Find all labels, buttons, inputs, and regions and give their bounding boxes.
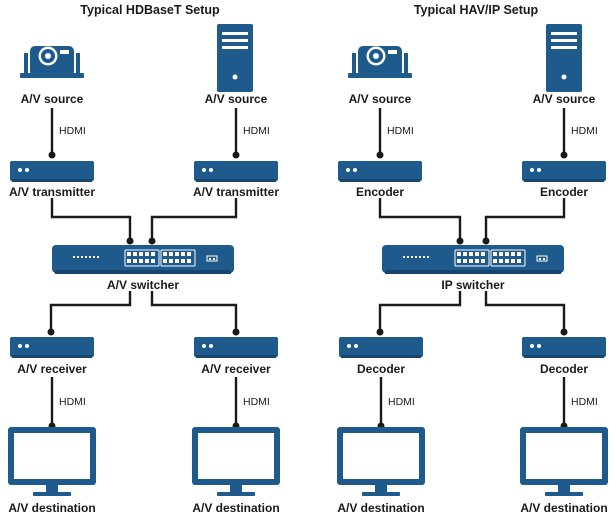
switch-icon — [51, 244, 235, 275]
havip-setup: Typical HAV/IP Setup — [337, 3, 608, 515]
tower-computer-icon — [546, 24, 582, 92]
camera-icon — [20, 46, 84, 78]
hdbaset-title: Typical HDBaseT Setup — [80, 3, 220, 17]
monitor-icon — [520, 427, 608, 496]
cable-label: HDMI — [571, 125, 598, 137]
monitor-icon — [192, 427, 280, 496]
decoder-label: Decoder — [357, 362, 405, 376]
cable-label: HDMI — [387, 125, 414, 137]
destination-label: A/V destination — [192, 501, 279, 515]
cable-label: HDMI — [59, 125, 86, 137]
decoder-box-icon — [522, 337, 606, 358]
hdbaset-wires — [47, 108, 240, 430]
transmitter-label: A/V transmitter — [9, 185, 95, 199]
destination-label: A/V destination — [337, 501, 424, 515]
transmitter-box-icon — [194, 161, 278, 182]
switch-icon — [381, 244, 565, 275]
switch-label: IP switcher — [441, 278, 504, 292]
tower-computer-icon — [217, 24, 253, 92]
monitor-icon — [8, 427, 96, 496]
encoder-label: Encoder — [540, 185, 588, 199]
encoder-box-icon — [522, 161, 606, 182]
transmitter-label: A/V transmitter — [193, 185, 279, 199]
havip-wires — [376, 108, 568, 430]
source-label: A/V source — [205, 92, 268, 106]
source-label: A/V source — [533, 92, 596, 106]
switch-label: A/V switcher — [107, 278, 179, 292]
receiver-box-icon — [194, 337, 278, 358]
cable-label: HDMI — [243, 125, 270, 137]
transmitter-box-icon — [10, 161, 94, 182]
cable-label: HDMI — [243, 396, 270, 408]
cable-label: HDMI — [388, 396, 415, 408]
cable-label: HDMI — [59, 396, 86, 408]
cable-label: HDMI — [571, 396, 598, 408]
source-label: A/V source — [21, 92, 84, 106]
destination-label: A/V destination — [520, 501, 607, 515]
source-label: A/V source — [349, 92, 412, 106]
havip-title: Typical HAV/IP Setup — [414, 3, 539, 17]
decoder-label: Decoder — [540, 362, 588, 376]
receiver-label: A/V receiver — [17, 362, 87, 376]
destination-label: A/V destination — [8, 501, 95, 515]
encoder-box-icon — [338, 161, 422, 182]
encoder-label: Encoder — [356, 185, 404, 199]
hdbaset-setup: Typical HDBaseT Setup — [8, 3, 280, 515]
receiver-box-icon — [10, 337, 94, 358]
monitor-icon — [337, 427, 425, 496]
decoder-box-icon — [339, 337, 423, 358]
receiver-label: A/V receiver — [201, 362, 271, 376]
camera-icon — [348, 46, 412, 78]
